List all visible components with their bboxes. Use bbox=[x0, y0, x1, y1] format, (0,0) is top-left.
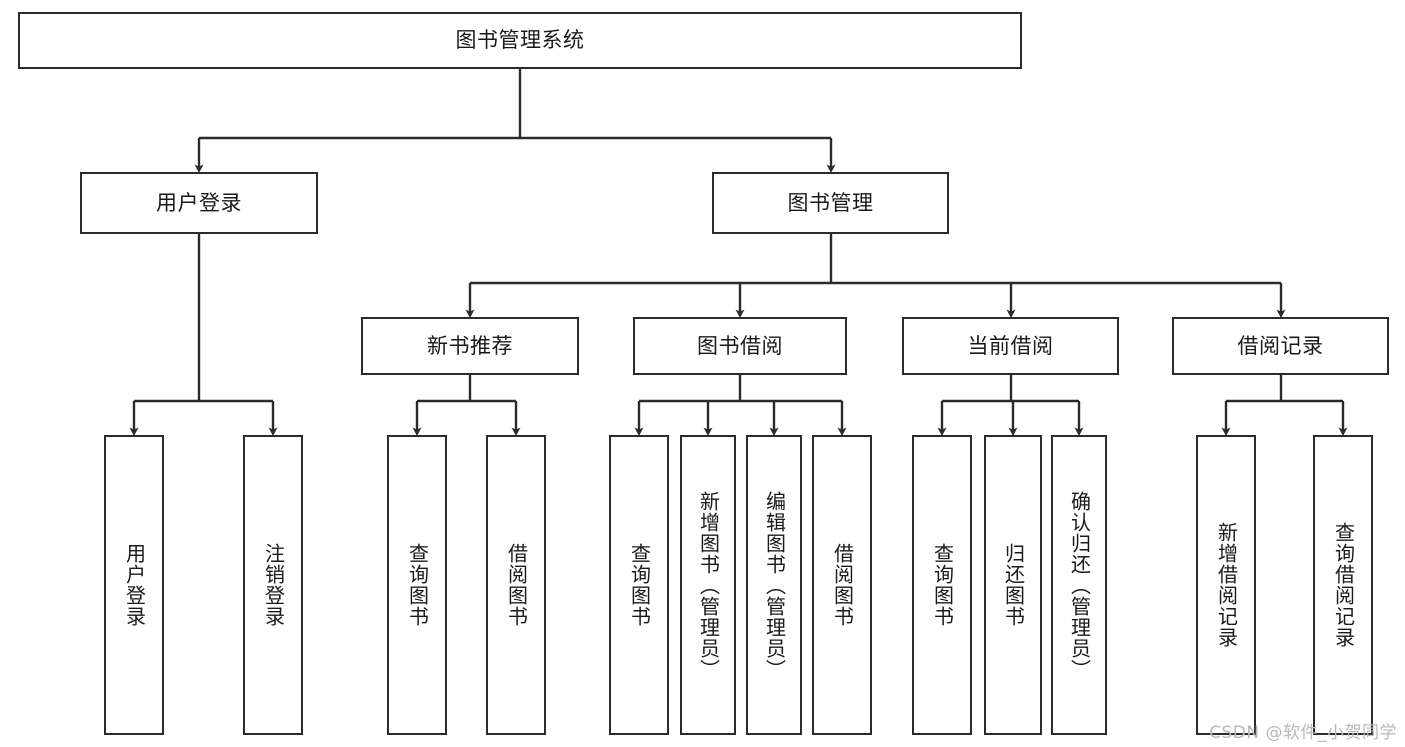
node-leaf-query-borrow-record-label: 查询借阅记录 bbox=[1331, 522, 1356, 648]
node-leaf-borrow-book-label: 借阅图书 bbox=[830, 543, 855, 627]
node-leaf-edit-book[interactable]: 编辑图书（管理员） bbox=[746, 435, 802, 735]
node-current-borrow[interactable]: 当前借阅 bbox=[902, 317, 1119, 375]
node-new-book-recommend-label: 新书推荐 bbox=[427, 333, 513, 358]
node-root[interactable]: 图书管理系统 bbox=[18, 12, 1022, 69]
node-user-login-label: 用户登录 bbox=[156, 190, 242, 215]
node-leaf-query-book-recommend-label: 查询图书 bbox=[405, 543, 430, 627]
node-leaf-confirm-return-label: 确认归还（管理员） bbox=[1067, 490, 1092, 680]
node-leaf-logout[interactable]: 注销登录 bbox=[243, 435, 303, 735]
node-leaf-query-book-recommend[interactable]: 查询图书 bbox=[387, 435, 447, 735]
node-leaf-add-book[interactable]: 新增图书（管理员） bbox=[680, 435, 736, 735]
node-leaf-add-borrow-record-label: 新增借阅记录 bbox=[1214, 522, 1239, 648]
node-book-manage-label: 图书管理 bbox=[787, 190, 874, 215]
node-root-label: 图书管理系统 bbox=[455, 28, 585, 53]
node-user-login[interactable]: 用户登录 bbox=[80, 172, 318, 234]
node-leaf-query-book-borrow[interactable]: 查询图书 bbox=[609, 435, 669, 735]
node-leaf-return-book[interactable]: 归还图书 bbox=[984, 435, 1042, 735]
node-leaf-add-book-label: 新增图书（管理员） bbox=[696, 490, 721, 680]
node-leaf-query-borrow-record[interactable]: 查询借阅记录 bbox=[1313, 435, 1373, 735]
node-leaf-query-book-borrow-label: 查询图书 bbox=[627, 543, 652, 627]
node-leaf-edit-book-label: 编辑图书（管理员） bbox=[762, 490, 787, 680]
watermark: CSDN @软件_小贺同学 bbox=[1209, 723, 1397, 743]
node-borrow-record[interactable]: 借阅记录 bbox=[1172, 317, 1389, 375]
node-leaf-query-book-current[interactable]: 查询图书 bbox=[912, 435, 972, 735]
node-leaf-borrow-book-recommend-label: 借阅图书 bbox=[504, 543, 529, 627]
node-book-borrow[interactable]: 图书借阅 bbox=[633, 317, 847, 375]
node-book-borrow-label: 图书借阅 bbox=[697, 333, 783, 358]
node-leaf-confirm-return[interactable]: 确认归还（管理员） bbox=[1051, 435, 1107, 735]
node-leaf-return-book-label: 归还图书 bbox=[1001, 543, 1026, 627]
node-leaf-query-book-current-label: 查询图书 bbox=[930, 543, 955, 627]
node-current-borrow-label: 当前借阅 bbox=[967, 333, 1054, 358]
node-leaf-logout-label: 注销登录 bbox=[261, 543, 286, 627]
node-leaf-user-login[interactable]: 用户登录 bbox=[104, 435, 164, 735]
node-leaf-user-login-label: 用户登录 bbox=[122, 543, 147, 627]
node-book-manage[interactable]: 图书管理 bbox=[712, 172, 949, 234]
node-leaf-add-borrow-record[interactable]: 新增借阅记录 bbox=[1196, 435, 1256, 735]
node-borrow-record-label: 借阅记录 bbox=[1237, 333, 1324, 358]
node-leaf-borrow-book[interactable]: 借阅图书 bbox=[812, 435, 872, 735]
node-new-book-recommend[interactable]: 新书推荐 bbox=[361, 317, 579, 375]
node-leaf-borrow-book-recommend[interactable]: 借阅图书 bbox=[486, 435, 546, 735]
